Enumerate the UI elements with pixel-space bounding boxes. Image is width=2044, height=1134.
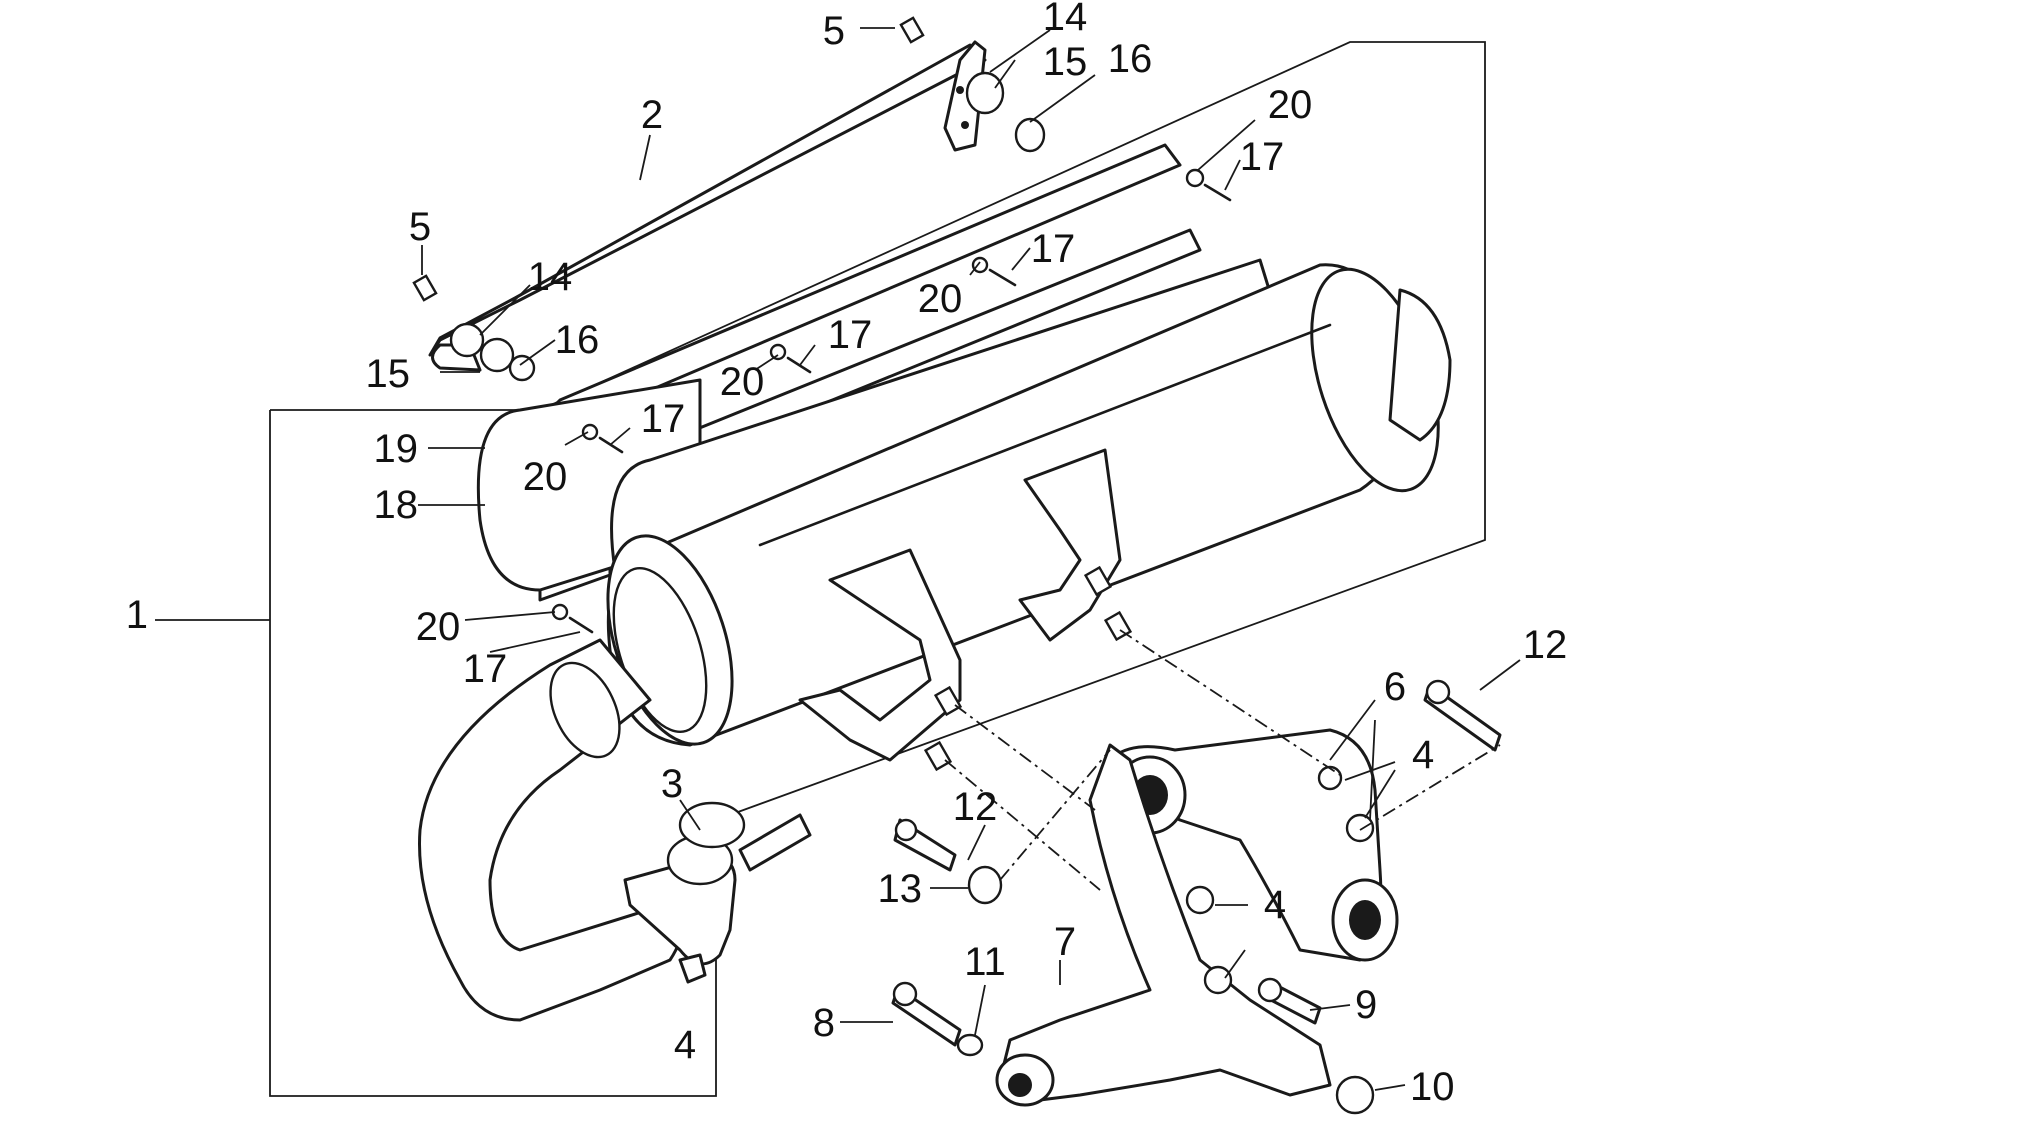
assembly-outline: [269, 41, 1486, 1097]
callout-17e: 17: [463, 647, 508, 691]
callout-18: 18: [374, 483, 419, 527]
support-arm: [995, 743, 1332, 1107]
alignment-lines: [944, 629, 1501, 891]
callout-5b: 5: [409, 205, 431, 249]
callout-17d: 17: [641, 397, 686, 441]
callout-8: 8: [813, 1001, 835, 1045]
leader-lines: [155, 27, 1521, 1091]
callout-15b: 15: [366, 352, 411, 396]
callout-19: 19: [374, 427, 419, 471]
callout-labels: 1 2 3 4 4 4 4 5 5 6 7 8 9 10 11 12 12 13…: [126, 0, 1568, 1109]
callout-5a: 5: [823, 9, 845, 53]
callout-12a: 12: [953, 785, 998, 829]
pipe-flange: [623, 801, 812, 984]
callout-13: 13: [878, 867, 923, 911]
callout-9: 9: [1355, 983, 1377, 1027]
callout-17a: 17: [1240, 135, 1285, 179]
callout-4a: 4: [674, 1023, 696, 1067]
callout-20e: 20: [416, 605, 461, 649]
callout-14a: 14: [1043, 0, 1088, 39]
callout-16a: 16: [1108, 37, 1153, 81]
callout-20c: 20: [720, 360, 765, 404]
heat-shield-upper: [428, 40, 987, 372]
callout-4c: 4: [1264, 883, 1286, 927]
callout-2: 2: [641, 93, 663, 137]
muffler-body: [476, 258, 1452, 747]
header-pipe: [418, 638, 685, 1022]
fasteners: [412, 16, 1502, 1115]
callout-20d: 20: [523, 455, 568, 499]
callout-20b: 20: [918, 277, 963, 321]
callout-3: 3: [661, 762, 683, 806]
callout-11: 11: [964, 940, 1006, 984]
callout-20a: 20: [1268, 83, 1313, 127]
callout-17c: 17: [828, 313, 873, 357]
callout-16b: 16: [555, 318, 600, 362]
callout-17b: 17: [1031, 227, 1076, 271]
callout-12b: 12: [1523, 623, 1568, 667]
callout-4b: 4: [1412, 733, 1434, 777]
callout-15a: 15: [1043, 40, 1088, 84]
callout-10: 10: [1410, 1065, 1455, 1109]
muffler-hangers: [798, 448, 1133, 772]
callout-7: 7: [1054, 920, 1076, 964]
callout-14b: 14: [528, 255, 573, 299]
callout-1: 1: [126, 593, 148, 637]
callout-6: 6: [1384, 665, 1406, 709]
